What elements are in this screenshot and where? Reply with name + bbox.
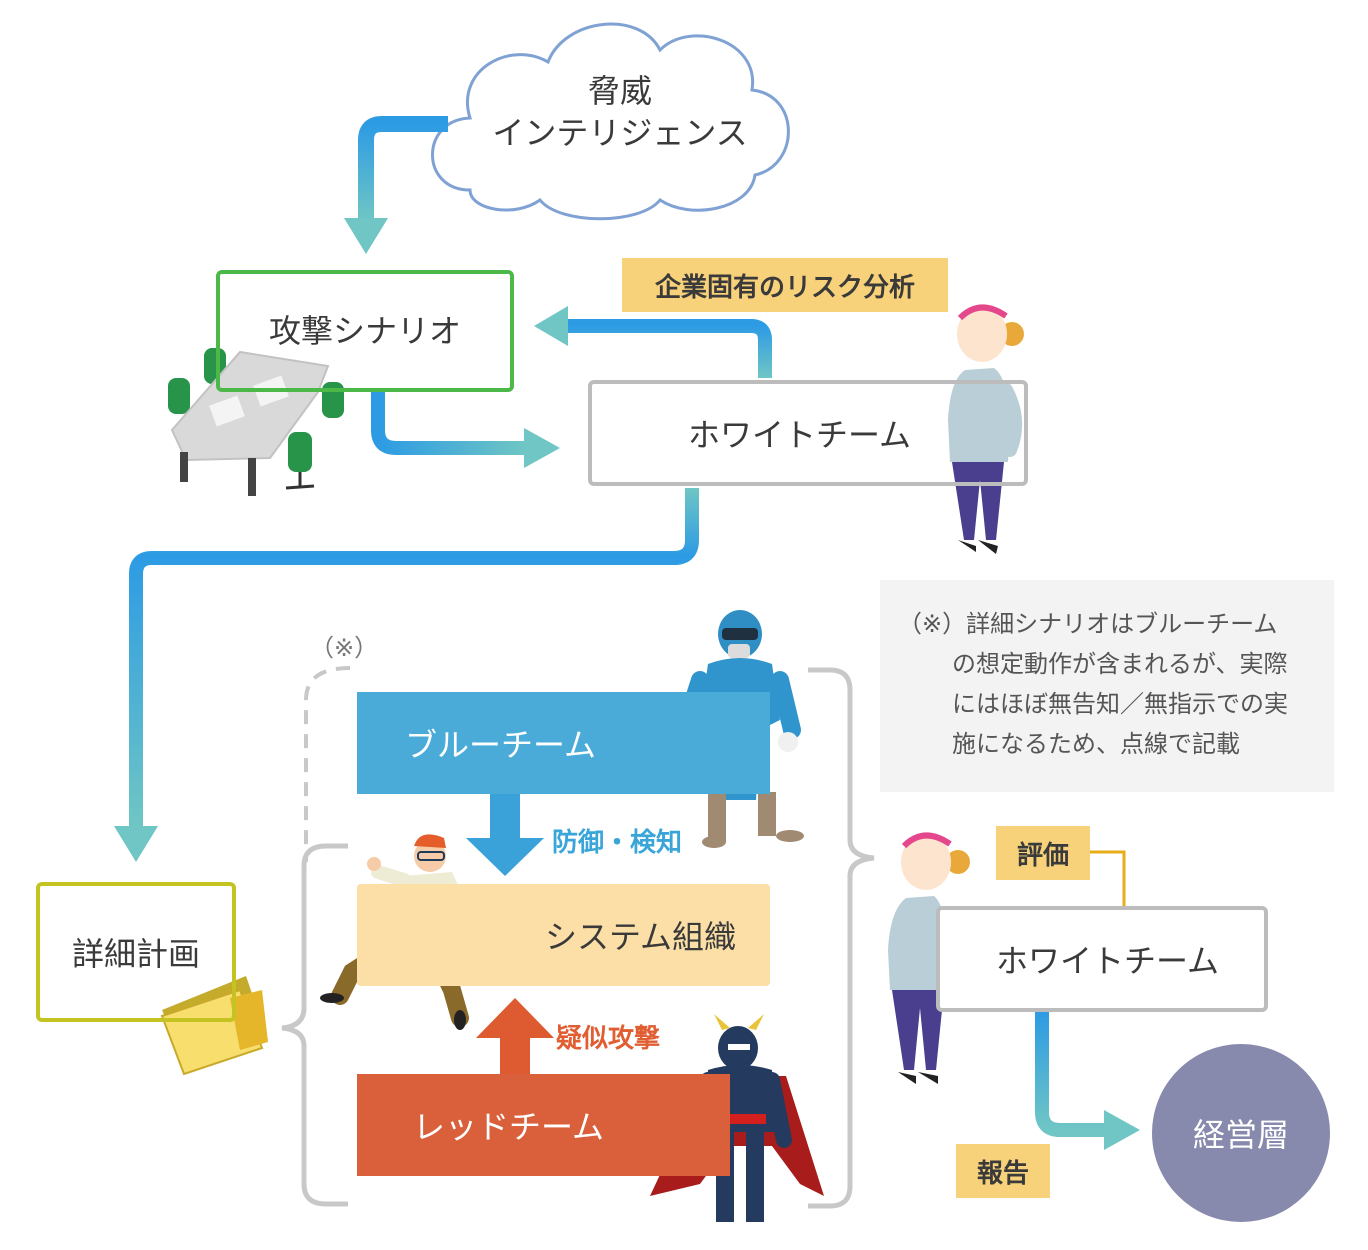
system-organization-band: システム組織 bbox=[357, 884, 770, 986]
system-organization-label: システム組織 bbox=[545, 918, 737, 956]
white-team-bottom-box: ホワイトチーム bbox=[936, 906, 1268, 1012]
cloud-line2: インテリジェンス bbox=[492, 114, 748, 152]
arrow-attack-up bbox=[476, 998, 554, 1076]
note-line-4: 施になるため、点線で記載 bbox=[952, 730, 1240, 758]
risk-analysis-tag: 企業固有のリスク分析 bbox=[622, 258, 948, 312]
blue-team-band: ブルーチーム bbox=[357, 692, 770, 794]
report-label: 報告 bbox=[976, 1158, 1029, 1189]
arrow-white-to-scenario bbox=[534, 306, 772, 378]
red-team-label: レッドチーム bbox=[413, 1108, 605, 1146]
arrow-white-to-plan bbox=[114, 488, 699, 862]
evaluation-connector bbox=[1090, 850, 1126, 906]
note-box: （※）詳細シナリオはブルーチーム の想定動作が含まれるが、実際 にはほぼ無告知／… bbox=[880, 580, 1334, 792]
white-team-top-label: ホワイトチーム bbox=[688, 416, 912, 454]
report-tag: 報告 bbox=[956, 1144, 1050, 1198]
defense-label: 防御・検知 bbox=[552, 828, 683, 858]
note-line-3: にはほぼ無告知／無指示での実 bbox=[952, 690, 1288, 718]
management-circle: 経営層 bbox=[1152, 1044, 1330, 1222]
arrow-defense-down bbox=[466, 794, 544, 876]
attack-scenario-label: 攻撃シナリオ bbox=[268, 312, 461, 350]
white-team-top-box: ホワイトチーム bbox=[588, 380, 1028, 486]
note-line-1: （※）詳細シナリオはブルーチーム bbox=[898, 610, 1278, 638]
detailed-plan-label: 詳細計画 bbox=[71, 935, 200, 973]
detailed-plan-box: 詳細計画 bbox=[36, 882, 236, 1022]
note-mark: （※） bbox=[310, 634, 379, 662]
evaluation-tag: 評価 bbox=[996, 826, 1090, 880]
cloud-line1: 脅威 bbox=[587, 72, 652, 110]
pseudo-attack-label: 疑似攻撃 bbox=[556, 1024, 661, 1054]
evaluation-label: 評価 bbox=[1016, 840, 1069, 871]
cloud-shape bbox=[431, 22, 790, 221]
arrow-cloud-to-scenario bbox=[344, 116, 448, 254]
folder-illustration bbox=[160, 976, 268, 1076]
cloud-label: 脅威 インテリジェンス bbox=[460, 70, 780, 154]
note-line-2: の想定動作が含まれるが、実際 bbox=[952, 650, 1288, 678]
management-label: 経営層 bbox=[1192, 1116, 1289, 1154]
attack-scenario-box: 攻撃シナリオ bbox=[216, 270, 514, 392]
blue-team-label: ブルーチーム bbox=[405, 726, 597, 764]
risk-analysis-label: 企業固有のリスク分析 bbox=[654, 272, 915, 303]
left-brace bbox=[281, 843, 348, 1207]
dashed-bracket bbox=[304, 666, 351, 862]
arrow-white-to-management bbox=[1035, 1012, 1140, 1150]
right-brace bbox=[808, 667, 875, 1209]
white-team-bottom-label: ホワイトチーム bbox=[996, 942, 1220, 980]
arrow-scenario-to-white bbox=[371, 392, 560, 468]
red-team-band: レッドチーム bbox=[357, 1074, 730, 1176]
woman-illustration-top bbox=[948, 304, 1024, 554]
